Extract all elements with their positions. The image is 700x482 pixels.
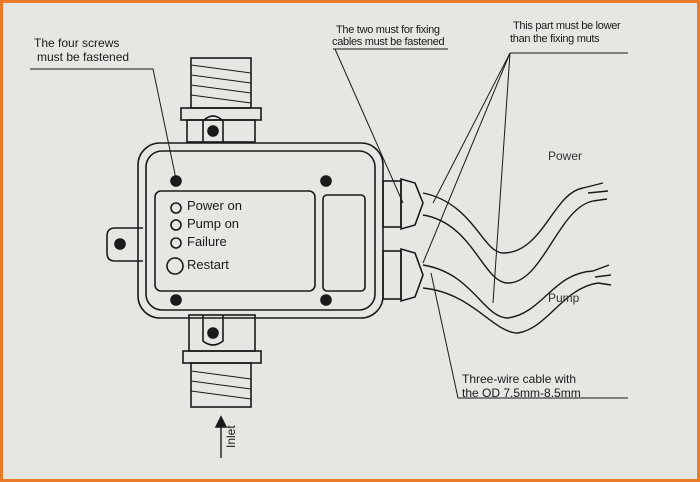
indicator-pump-on: Pump on bbox=[187, 216, 240, 231]
indicator-power-on: Power on bbox=[187, 198, 242, 213]
pump-cable-label: Pump bbox=[548, 291, 580, 305]
fixing-callout-line1: The two must for fixing bbox=[336, 24, 440, 36]
restart-button-label: Restart bbox=[187, 257, 229, 272]
cable-glands bbox=[382, 177, 424, 303]
lower-callout-line2: than the fixing muts bbox=[510, 33, 600, 45]
inlet-label: Inlet bbox=[224, 425, 238, 448]
power-cable-label: Power bbox=[548, 149, 583, 163]
diagram-frame: The four screws must be fastened The two… bbox=[3, 3, 697, 479]
cable-spec-line1: Three-wire cable with bbox=[462, 372, 577, 386]
bottom-fitting bbox=[182, 314, 262, 408]
lower-callout-line1: This part must be lower bbox=[513, 20, 621, 32]
screws-callout-line1: The four screws bbox=[34, 36, 120, 50]
controller-body bbox=[137, 142, 384, 319]
pressure-controller-drawing bbox=[30, 48, 628, 458]
indicator-failure: Failure bbox=[187, 234, 227, 249]
fixing-callout-line2: cables must be fastened bbox=[332, 36, 445, 48]
indicator-panel bbox=[154, 190, 316, 292]
mounting-ear bbox=[106, 227, 143, 262]
screws-callout-line2: must be fastened bbox=[37, 50, 130, 64]
top-fitting bbox=[180, 57, 262, 143]
leader-lines bbox=[30, 48, 628, 399]
cables bbox=[422, 182, 612, 334]
cable-spec-line2: the OD 7.5mm-8.5mm bbox=[462, 386, 581, 400]
screw-icons bbox=[170, 175, 332, 306]
